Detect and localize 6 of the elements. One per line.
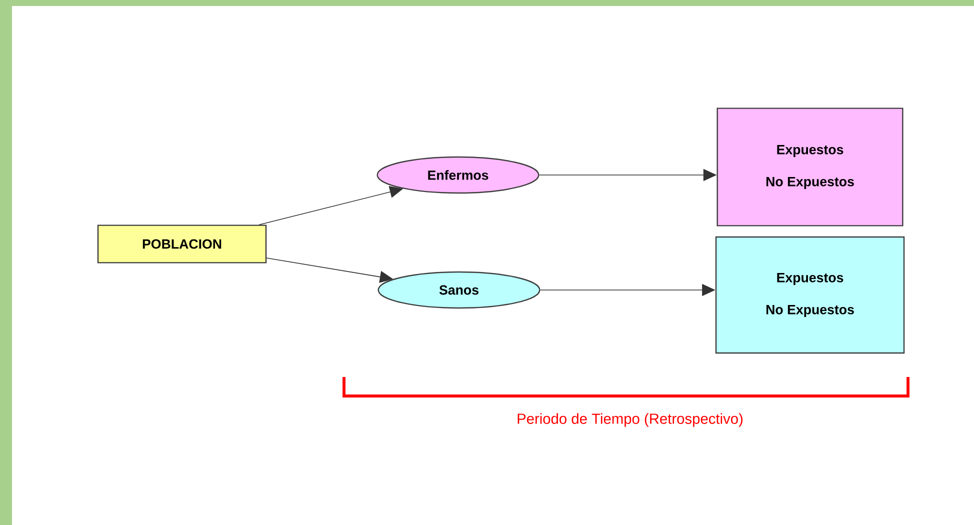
group-box: Expuestos No Expuestos	[715, 236, 905, 354]
ellipse-node: Sanos	[378, 271, 540, 309]
ellipse-node: Enfermos	[376, 156, 540, 194]
group-box: Expuestos No Expuestos	[716, 108, 904, 226]
period-label: Periodo de Tiempo (Retrospectivo)	[518, 413, 742, 427]
process-box: POBLACION	[97, 224, 267, 264]
